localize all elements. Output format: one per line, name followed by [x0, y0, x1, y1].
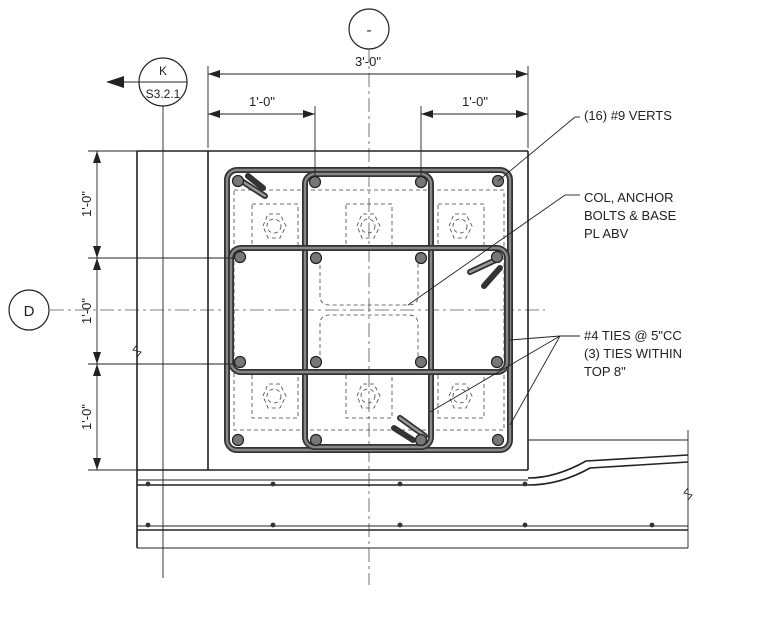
note-ties-line2: (3) TIES WITHIN: [584, 346, 682, 361]
dimension-right-bay: 1'-0": [420, 94, 528, 176]
dimension-overall-label: 3'-0": [355, 54, 381, 69]
dimension-bottom-row-label: 1'-0": [79, 404, 94, 430]
rebar-bar: [414, 175, 428, 189]
rebar-bar: [233, 355, 247, 369]
section-tag-letter: K: [159, 64, 167, 78]
dimension-overall-width: 3'-0": [207, 54, 529, 148]
section-tag-sheet: S3.2.1: [146, 87, 181, 101]
grid-bubble-vertical-label: -: [367, 22, 372, 39]
note-ties: #4 TIES @ 5"CC (3) TIES WITHIN TOP 8": [429, 328, 682, 426]
grid-line-vertical: -: [348, 8, 390, 585]
dimension-vertical-string: 1'-0" 1'-0" 1'-0": [79, 150, 235, 471]
note-column-line2: BOLTS & BASE: [584, 208, 677, 223]
grid-line-horizontal: D: [8, 289, 545, 331]
grid-bubble-horizontal: [8, 289, 50, 331]
rebar-bar: [414, 433, 428, 447]
rebar-bar: [233, 250, 247, 264]
vertical-bars: [231, 174, 505, 447]
section-cut-tag: K S3.2.1: [106, 57, 188, 578]
rebar-bar: [309, 433, 323, 447]
anchor-bolt-group-bl: [251, 373, 299, 419]
rebar-bar: [490, 355, 504, 369]
rebar-bar: [491, 433, 505, 447]
rebar-bar: [309, 355, 323, 369]
rebar-bar: [414, 251, 428, 265]
grid-bubble-horizontal-label: D: [24, 303, 35, 320]
dimension-left-label: 1'-0": [249, 94, 275, 109]
tie-hooks: [237, 173, 503, 443]
note-verts-text: (16) #9 VERTS: [584, 108, 672, 123]
anchor-bolt-group-tl: [251, 203, 299, 249]
rebar-bar: [231, 433, 245, 447]
anchor-bolt-group-br: [437, 373, 485, 419]
rebar-bar: [309, 251, 323, 265]
rebar-ties: [224, 167, 513, 453]
note-ties-line3: TOP 8": [584, 364, 626, 379]
column-section: [319, 258, 419, 306]
rebar-bar: [308, 175, 322, 189]
footing-outline: [132, 150, 529, 548]
beam-bars: [145, 481, 655, 528]
dimension-middle-row-label: 1'-0": [79, 298, 94, 324]
grid-bubble-vertical: [348, 8, 390, 50]
note-column-line3: PL ABV: [584, 226, 629, 241]
rebar-bar: [490, 250, 504, 264]
rebar-bar: [231, 174, 245, 188]
rebar-bar: [414, 355, 428, 369]
note-column-line1: COL, ANCHOR: [584, 190, 674, 205]
note-ties-line1: #4 TIES @ 5"CC: [584, 328, 682, 343]
note-column: COL, ANCHOR BOLTS & BASE PL ABV: [407, 190, 677, 306]
dimension-top-row-label: 1'-0": [79, 191, 94, 217]
grade-beam: [137, 430, 693, 549]
note-verts: (16) #9 VERTS: [497, 108, 672, 182]
section-arrow-icon: [106, 76, 124, 88]
dimension-right-label: 1'-0": [462, 94, 488, 109]
dimension-left-bay: 1'-0": [208, 94, 316, 176]
anchor-bolt-group-tr: [437, 203, 485, 249]
